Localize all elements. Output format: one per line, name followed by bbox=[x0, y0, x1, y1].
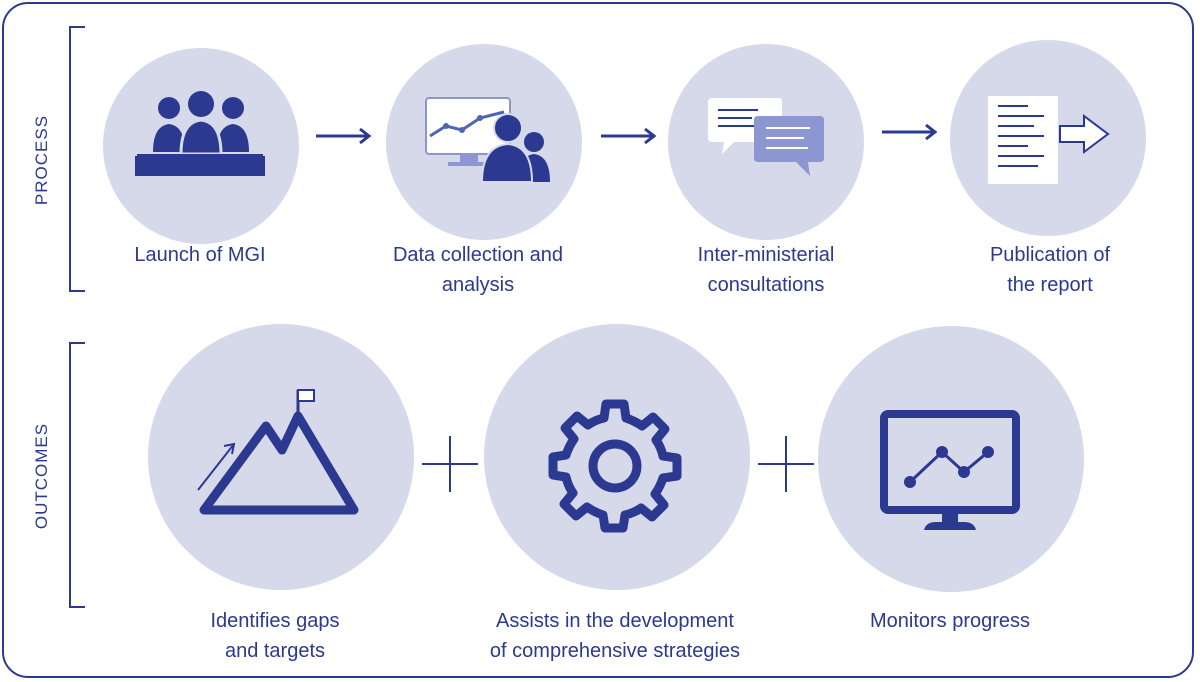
arrow-right-icon bbox=[316, 127, 372, 145]
plus-icon bbox=[758, 436, 814, 492]
report-export-icon bbox=[988, 96, 1110, 184]
monitor-chart-icon bbox=[880, 410, 1020, 530]
outcome-label-strategies: Assists in the development of comprehens… bbox=[489, 610, 741, 662]
outcomes-bracket bbox=[69, 342, 85, 608]
outcome-label-gaps: Identifies gaps and targets bbox=[210, 610, 340, 662]
process-step-label-publication: Publication of the report bbox=[989, 244, 1111, 296]
people-meeting-icon bbox=[135, 91, 265, 176]
outcomes-section-label: OUTCOMES bbox=[32, 422, 51, 530]
outcome-circle-gaps bbox=[148, 324, 414, 590]
mountain-flag-icon bbox=[197, 389, 359, 515]
outcome-label-monitors: Monitors progress bbox=[869, 610, 1031, 632]
process-step-label-data: Data collection and analysis bbox=[392, 244, 564, 296]
plus-icon bbox=[422, 436, 478, 492]
chat-bubbles-icon bbox=[708, 98, 824, 176]
outcome-circle-strategies bbox=[484, 324, 750, 590]
arrow-right-icon bbox=[882, 123, 938, 141]
arrow-right-icon bbox=[601, 127, 657, 145]
process-step-label-launch: Launch of MGI bbox=[134, 244, 266, 266]
gear-icon bbox=[548, 399, 682, 533]
process-section-label: PROCESS bbox=[32, 114, 51, 206]
data-analysis-icon bbox=[425, 97, 550, 183]
process-bracket bbox=[69, 26, 85, 292]
process-step-label-consultations: Inter-ministerial consultations bbox=[697, 244, 835, 296]
